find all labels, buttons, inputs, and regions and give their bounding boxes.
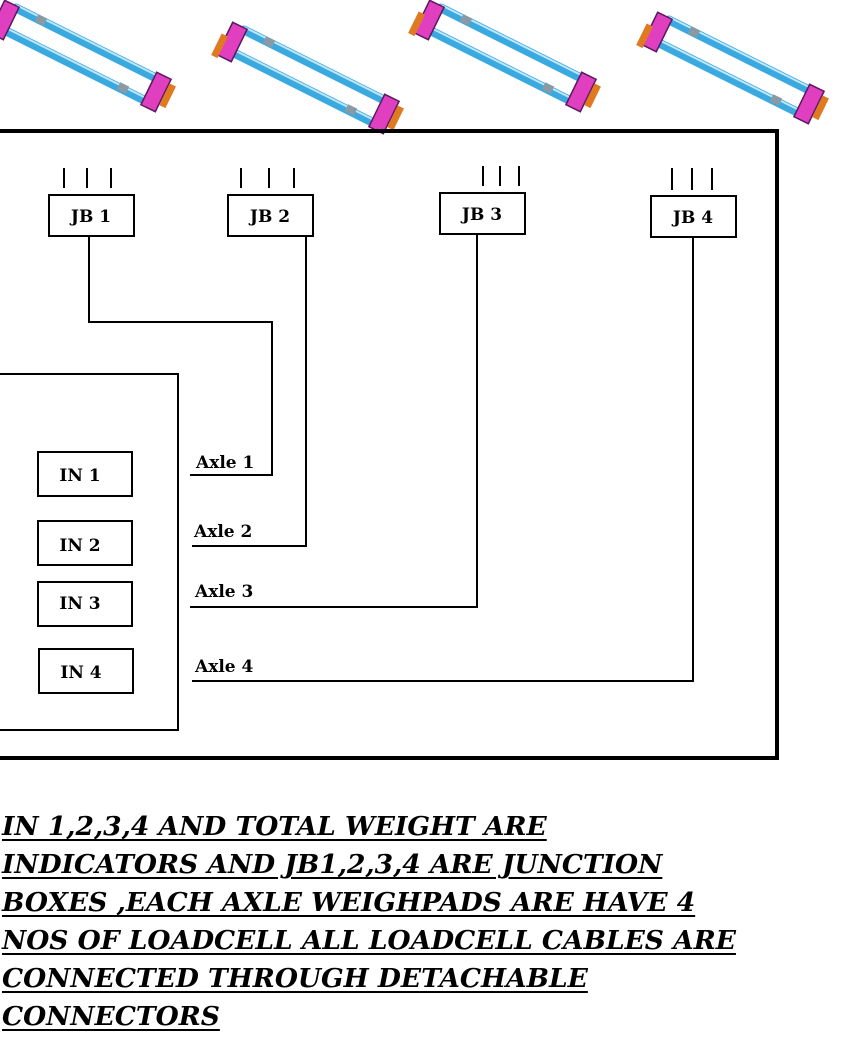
jb-label: JB 1 (69, 207, 111, 227)
wire-jb4-axle4 (192, 238, 694, 682)
indicator-panel (0, 373, 179, 731)
axle-label-3: Axle 3 (194, 582, 253, 602)
jb-pins (63, 166, 713, 190)
jb-label: JB 4 (671, 208, 713, 228)
diagram-caption: IN 1,2,3,4 AND TOTAL WEIGHT ARE INDICATO… (2, 808, 832, 1036)
wire-jb2-axle2 (192, 237, 307, 547)
indicator-2: IN 2 (37, 520, 133, 566)
wire-jb1-axle1 (88, 237, 273, 476)
indicator-label: IN 3 (59, 594, 100, 614)
jb-label: JB 3 (460, 205, 502, 225)
caption-line: CONNECTORS (2, 1001, 220, 1032)
axle-label-2: Axle 2 (193, 522, 252, 542)
caption-line: IN 1,2,3,4 AND TOTAL WEIGHT ARE (2, 811, 547, 842)
weighpad-image-2 (211, 22, 404, 133)
wiring (88, 235, 694, 682)
junction-box-2: JB 2 (227, 194, 314, 237)
indicator-3: IN 3 (37, 581, 133, 627)
outer-enclosure (0, 129, 779, 760)
indicator-label: IN 1 (59, 466, 100, 486)
indicator-1: IN 1 (37, 451, 133, 497)
axle-label-1: Axle 1 (195, 453, 254, 473)
caption-line: NOS OF LOADCELL ALL LOADCELL CABLES ARE (2, 925, 736, 956)
junction-box-4: JB 4 (650, 195, 737, 238)
weighpad-image-4 (636, 12, 829, 123)
junction-box-3: JB 3 (439, 192, 526, 235)
weighpad-image-1 (0, 0, 176, 111)
caption-line: CONNECTED THROUGH DETACHABLE (2, 963, 588, 994)
junction-box-1: JB 1 (48, 194, 135, 237)
jb-label: JB 2 (248, 207, 290, 227)
indicator-label: IN 4 (60, 663, 101, 683)
indicator-label: IN 2 (59, 536, 100, 556)
caption-line: INDICATORS AND JB1,2,3,4 ARE JUNCTION (2, 849, 663, 880)
wiring-diagram: JB 1 JB 2 JB 3 JB 4 Axle 1 Axle 2 Axle 3… (0, 0, 851, 760)
weighpad-image-3 (408, 0, 601, 111)
caption-line: BOXES ,EACH AXLE WEIGHPADS ARE HAVE 4 (2, 887, 696, 918)
axle-label-4: Axle 4 (194, 657, 254, 677)
wire-jb3-axle3 (190, 235, 478, 608)
indicator-4: IN 4 (38, 648, 134, 694)
